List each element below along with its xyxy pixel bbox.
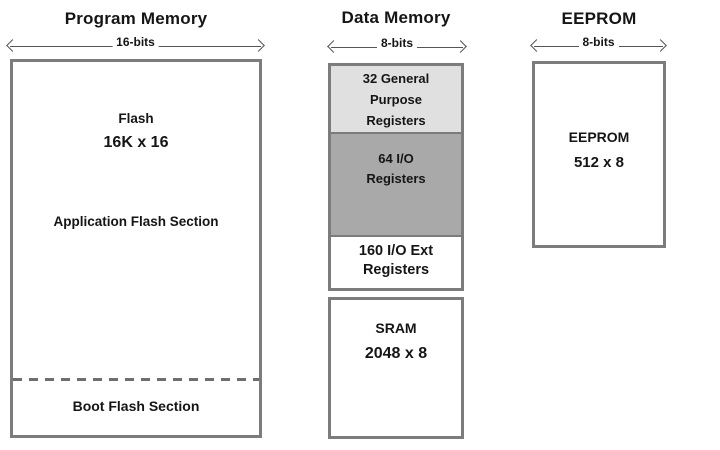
flash-size-label: 16K x 16 bbox=[103, 134, 169, 151]
program-memory-box: Flash 16K x 16 Application Flash Section… bbox=[10, 59, 262, 438]
sram-box: SRAM 2048 x 8 bbox=[328, 297, 464, 439]
data-memory-title: Data Memory bbox=[341, 8, 451, 27]
sram-size-label: 2048 x 8 bbox=[364, 345, 428, 362]
program-memory-width-label: 16-bits bbox=[112, 36, 159, 49]
io-label-line2: Registers bbox=[366, 171, 426, 186]
arrow-left-head-icon bbox=[530, 39, 543, 52]
arrow-left-head-icon bbox=[327, 40, 340, 53]
io-ext-label-line1: 160 I/O Ext bbox=[358, 243, 434, 259]
sram-name-label: SRAM bbox=[375, 320, 417, 336]
io-ext-registers-box: 160 I/O Ext Registers bbox=[331, 235, 461, 288]
data-memory-width-label: 8-bits bbox=[376, 37, 418, 50]
gpr-label-line1: 32 General bbox=[362, 71, 430, 86]
data-memory-width-arrow: 8-bits bbox=[327, 35, 467, 53]
program-memory-title: Program Memory bbox=[64, 9, 208, 28]
arrow-right-head-icon bbox=[252, 39, 265, 52]
gpr-label-line3: Registers bbox=[366, 113, 426, 128]
general-purpose-registers-box: 32 General Purpose Registers bbox=[331, 66, 461, 132]
eeprom-name-label: EEPROM bbox=[568, 129, 630, 145]
application-flash-section-label: Application Flash Section bbox=[53, 214, 219, 229]
io-ext-label-line2: Registers bbox=[362, 262, 430, 278]
program-memory-width-arrow: 16-bits bbox=[6, 34, 265, 52]
eeprom-size-label: 512 x 8 bbox=[573, 154, 625, 171]
data-memory-register-stack: 32 General Purpose Registers 64 I/O Regi… bbox=[328, 63, 464, 291]
boot-section-dashed-divider bbox=[13, 378, 259, 381]
arrow-right-head-icon bbox=[454, 40, 467, 53]
eeprom-box: EEPROM 512 x 8 bbox=[532, 61, 666, 248]
flash-name-label: Flash bbox=[118, 111, 154, 126]
gpr-label-line2: Purpose bbox=[369, 92, 422, 107]
boot-flash-section-label: Boot Flash Section bbox=[72, 398, 200, 414]
arrow-left-head-icon bbox=[6, 39, 19, 52]
arrow-right-head-icon bbox=[654, 39, 667, 52]
eeprom-title: EEPROM bbox=[561, 9, 637, 28]
eeprom-width-label: 8-bits bbox=[578, 36, 619, 49]
io-label-line1: 64 I/O bbox=[378, 151, 414, 166]
io-registers-box: 64 I/O Registers bbox=[331, 132, 461, 235]
eeprom-width-arrow: 8-bits bbox=[530, 34, 667, 52]
